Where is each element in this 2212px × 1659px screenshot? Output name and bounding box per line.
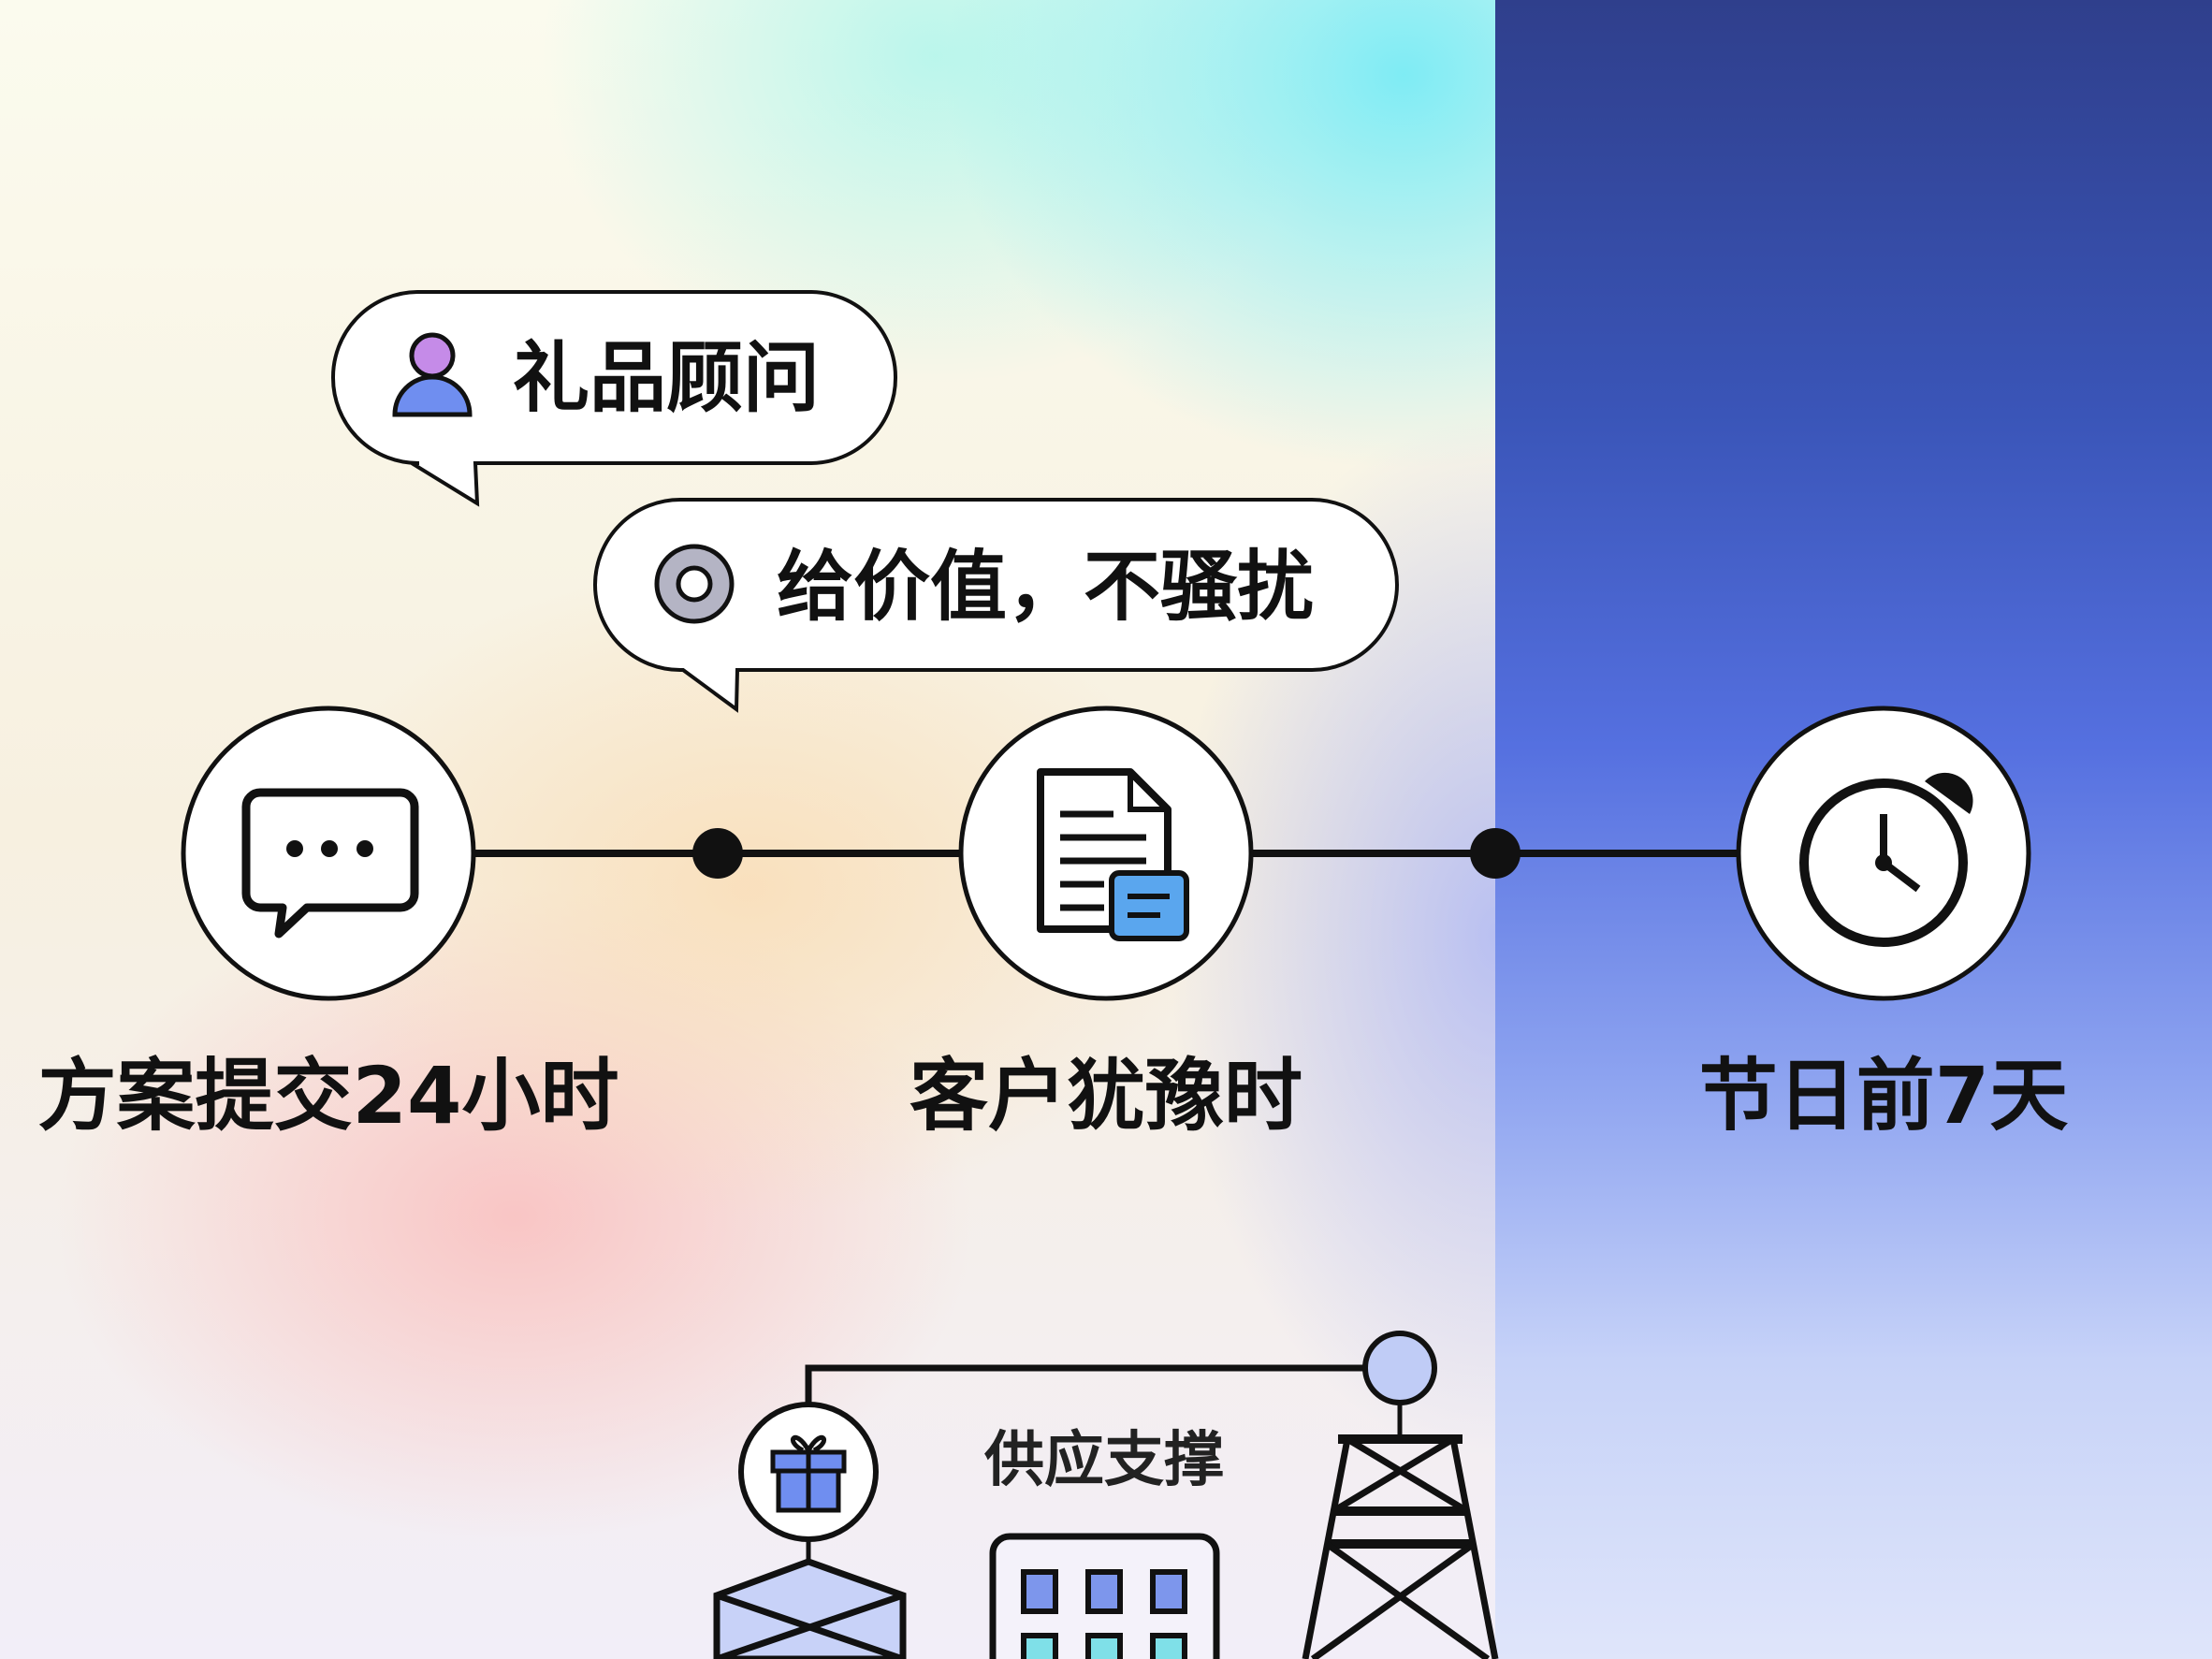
building-icon <box>989 1533 1220 1659</box>
timeline-label-holiday: 节日前7天 <box>1699 1050 2068 1142</box>
timeline-dot <box>1470 828 1521 879</box>
antenna-ball <box>1362 1331 1437 1405</box>
supply-title: 供应支撑 <box>984 1426 1224 1495</box>
chat-bubble-icon <box>241 788 419 939</box>
gift-icon <box>738 1402 879 1542</box>
bubble-text-value-no-spam: 给价值，不骚扰 <box>777 543 1314 632</box>
alarm-clock-icon <box>1799 772 1973 947</box>
signal-tower-icon <box>1302 1434 1499 1659</box>
timeline-label-proposal: 方案提交24小时 <box>38 1050 619 1142</box>
package-box-icon <box>713 1558 907 1659</box>
document-icon <box>1037 768 1189 941</box>
bubble-text-gift-advisor: 礼品顾问 <box>513 334 820 423</box>
timeline-dot <box>692 828 743 879</box>
timeline-node-proposal <box>181 706 476 1001</box>
speech-bubble-gift-advisor: 礼品顾问 <box>330 290 898 507</box>
person-icon <box>392 332 473 417</box>
target-ring-icon <box>654 544 735 624</box>
timeline-node-holiday <box>1736 706 2031 1001</box>
supply-illustration: 供应支撑 <box>713 1331 1499 1659</box>
speech-bubble-value-no-spam: 给价值，不骚扰 <box>592 498 1400 713</box>
timeline-node-hesitation <box>958 706 1254 1001</box>
timeline-label-hesitation: 客户犹豫时 <box>910 1050 1302 1142</box>
